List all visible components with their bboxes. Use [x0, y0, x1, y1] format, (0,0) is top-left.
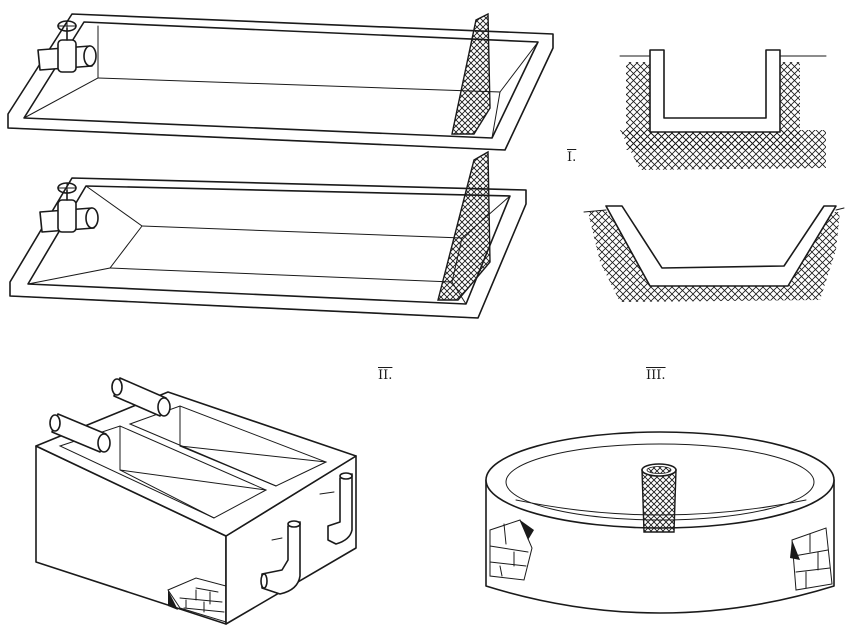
figure-label-3: III.: [646, 368, 666, 383]
figure-label-2: II.: [378, 368, 393, 383]
valve-icon: [39, 182, 99, 233]
pipe-icon: [260, 520, 301, 595]
brick-wall-icon: [790, 527, 833, 591]
figure-label-1: I.: [567, 150, 577, 165]
pond-middle-inner-rim: [27, 185, 511, 305]
section-vertical-walls: [619, 49, 827, 170]
valve-icon: [37, 20, 97, 73]
brick-wall-icon: [167, 577, 227, 623]
pipe-icon: [49, 413, 111, 453]
round-tank: [485, 431, 835, 614]
double-tank: [35, 377, 357, 625]
pipe-icon: [111, 377, 171, 417]
pond-middle: [9, 150, 527, 319]
pond-top: [7, 12, 554, 151]
net-screen-icon: [451, 12, 491, 135]
section-sloped-walls: [583, 205, 845, 302]
net-screen-icon: [437, 150, 491, 301]
pipe-icon: [327, 472, 353, 545]
net-screen-icon: [641, 469, 677, 533]
brick-wall-icon: [489, 519, 534, 581]
